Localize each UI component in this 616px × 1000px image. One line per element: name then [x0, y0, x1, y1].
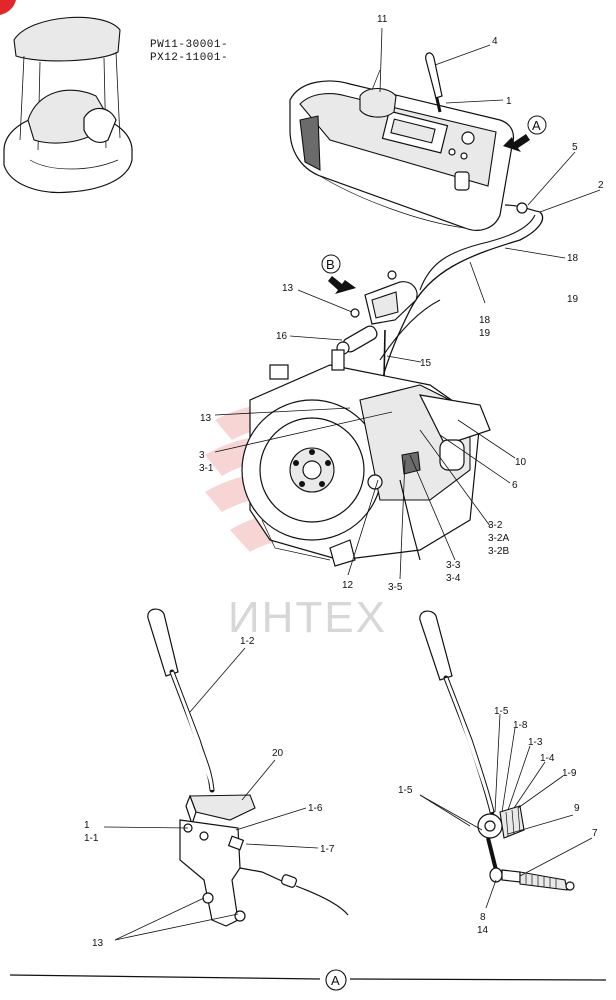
label-15: 15: [420, 358, 432, 369]
label-1-3: 1-3: [528, 737, 543, 748]
right-lever-detail-illustration: [419, 610, 575, 891]
label-19-right: 19: [567, 294, 579, 305]
label-18-center: 18: [479, 315, 491, 326]
label-3-2a: 3-2A: [488, 533, 509, 544]
label-3-1: 3-1: [199, 463, 214, 474]
label-1-1: 1-1: [84, 833, 99, 844]
label-1: 1: [506, 96, 512, 107]
model-code-1: PW11-30001-: [150, 39, 228, 51]
label-16: 16: [276, 331, 288, 342]
label-12: 12: [342, 580, 354, 591]
label-1-7: 1-7: [320, 844, 335, 855]
label-1-5-left: 1-5: [398, 785, 413, 796]
label-19-center: 19: [479, 328, 491, 339]
watermark-text: ИНТЕХ: [228, 593, 387, 642]
label-1-9: 1-9: [562, 768, 577, 779]
label-18-right: 18: [567, 253, 579, 264]
model-code-2: PX12-11001-: [150, 52, 228, 64]
label-13-mid: 13: [200, 413, 212, 424]
machine-overview-illustration: [3, 16, 133, 194]
label-1-4: 1-4: [540, 753, 555, 764]
label-3-3: 3-3: [446, 560, 461, 571]
label-2: 2: [598, 180, 604, 191]
control-console-illustration: [289, 52, 515, 231]
view-b-marker: B: [326, 257, 335, 272]
label-1-left: 1: [84, 820, 90, 831]
view-a-marker: A: [532, 118, 541, 133]
label-8: 8: [480, 912, 486, 923]
label-3-2: 3-2: [488, 520, 503, 531]
label-3-2b: 3-2B: [488, 546, 509, 557]
corner-mark: [0, 0, 16, 15]
view-b-arrow: B: [321, 254, 356, 294]
label-10: 10: [515, 457, 527, 468]
label-3: 3: [199, 450, 205, 461]
label-11: 11: [377, 14, 388, 25]
label-1-2: 1-2: [240, 636, 255, 647]
label-5: 5: [572, 142, 578, 153]
label-1-6: 1-6: [308, 803, 323, 814]
view-a-arrow: A: [503, 115, 547, 152]
label-3-5: 3-5: [388, 582, 403, 593]
engine-transmission-illustration: [241, 349, 491, 567]
label-6: 6: [512, 480, 518, 491]
label-20: 20: [272, 748, 284, 759]
label-13-bottom: 13: [92, 938, 104, 949]
label-1-8: 1-8: [513, 720, 528, 731]
left-lever-detail-illustration: [147, 608, 349, 927]
label-9: 9: [574, 803, 580, 814]
label-13-top: 13: [282, 283, 294, 294]
label-3-4: 3-4: [446, 573, 461, 584]
label-4: 4: [492, 36, 498, 47]
view-a-section-marker: A: [331, 973, 340, 988]
label-1-5-top: 1-5: [494, 706, 509, 717]
leader-lines: [103, 27, 601, 941]
label-7: 7: [592, 828, 598, 839]
label-14: 14: [477, 925, 489, 936]
